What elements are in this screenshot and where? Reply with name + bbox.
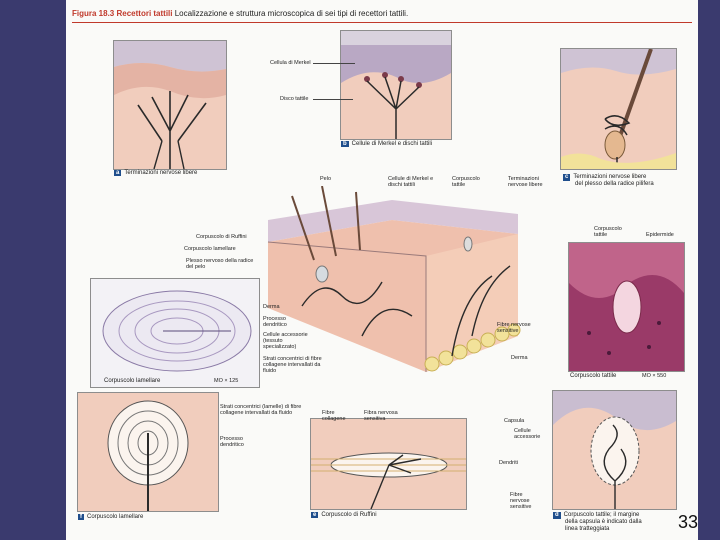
figure-description: Localizzazione e struttura microscopica … [174, 9, 409, 18]
panel-d-caption-line2: della capsula è indicato dalla [565, 519, 642, 525]
panel-e-caption-text: Corpuscolo di Ruffini [321, 512, 377, 518]
panel-b-label-tactile-disc: Disco tattile [280, 96, 309, 102]
skin-block-diagram [262, 185, 524, 376]
panel-f-lamellar [77, 392, 219, 512]
skin-block-illustration [267, 185, 521, 372]
slide-right-border [698, 0, 720, 540]
panel-f-label-dendrite: Processo dendritico [220, 436, 244, 448]
micrograph-lamellar-magnification: MO × 125 [214, 378, 239, 384]
micrograph-tactile-image [569, 243, 684, 371]
center-label-ruffini: Corpuscolo di Ruffini [196, 234, 247, 240]
panel-c-caption-line1: Terminazioni nervose libere [573, 174, 647, 180]
panel-f-illustration [78, 393, 218, 511]
center-label-dermis: Derma [511, 355, 528, 361]
panel-b-tag: b [341, 141, 349, 147]
micrograph-tactile-caption: Corpuscolo tattile [570, 373, 616, 379]
micro-left-label-dendrite: Processo dendritico [263, 316, 287, 328]
micrograph-tactile-magnification: MO × 550 [642, 373, 667, 379]
panel-d-illustration [553, 391, 676, 509]
micro-left-label-accessory: Cellule accessorie (tessuto specializzat… [263, 332, 308, 350]
center-label-merkel: Cellule di Merkel e dischi tattili [388, 176, 434, 188]
panel-e-tag: e [311, 512, 319, 518]
panel-e-label-sensory-fiber: Fibra nervosa sensitiva [364, 410, 398, 422]
panel-b-illustration [341, 31, 451, 139]
figure-name: Recettori tattili [116, 9, 173, 18]
center-label-hair-plexus: Plesso nervoso della radice del pelo [186, 258, 254, 270]
slide-left-border [0, 0, 66, 540]
panel-d-label-capsule: Capsula [504, 418, 525, 424]
panel-f-caption-text: Corpuscolo lamellare [87, 514, 144, 520]
panel-c-tag: c [563, 174, 571, 181]
micrograph-tactile [568, 242, 685, 372]
panel-d-label-accessory: Cellule accessorie [514, 428, 541, 440]
center-label-hair: Pelo [320, 176, 332, 182]
leader-line [313, 99, 353, 100]
panel-a-tag: a [114, 170, 122, 176]
panel-a-illustration [114, 41, 226, 169]
panel-f-label-strata: Strati concentrici (lamelle) di fibre co… [220, 404, 302, 416]
panel-b-merkel-cells [340, 30, 452, 140]
panel-d-caption-line3: linea tratteggiata [565, 526, 610, 532]
micro-right-label-corpuscle: Corpuscolo tattile [594, 226, 622, 238]
figure-label: Figura 18.3 [72, 9, 115, 18]
center-label-sensory-fibers: Fibre nervose sensitive [497, 322, 531, 334]
panel-f-tag: f [78, 514, 84, 520]
micrograph-lamellar-caption: Corpuscolo lamellare [104, 378, 160, 384]
panel-d-tactile-corpuscle [552, 390, 677, 510]
panel-b-caption-text: Cellule di Merkel e dischi tattili [351, 141, 433, 147]
micro-right-label-epidermis: Epidermide [646, 232, 674, 238]
panel-d-caption-line1: Corpuscolo tattile; il margine [563, 512, 640, 518]
panel-d-tag: d [553, 512, 561, 519]
panel-a-caption-text: Terminazioni nervose libere [124, 170, 198, 176]
panel-e-illustration [311, 419, 466, 509]
micro-left-label-dermis: Derma [263, 304, 280, 310]
figure-title: Figura 18.3 Recettori tattili Localizzaz… [72, 9, 408, 18]
panel-d-label-fibers: Fibre nervose sensitive [510, 492, 532, 510]
micrograph-lamellar-caption-text: Corpuscolo lamellare [104, 378, 161, 384]
panel-c-illustration [561, 49, 676, 169]
panel-e-ruffini [310, 418, 467, 510]
micrograph-tactile-caption-text: Corpuscolo tattile [570, 373, 617, 379]
slide-page-number: 33 [678, 512, 699, 532]
panel-e-label-collagen: Fibre collagene [322, 410, 346, 422]
title-rule [72, 22, 692, 23]
micro-left-label-strata: Strati concentrici di fibre collagene in… [263, 356, 322, 374]
panel-b-label-merkel-cell: Cellula di Merkel [270, 60, 311, 66]
micrograph-lamellar-image [102, 290, 252, 372]
micrograph-lamellar [90, 278, 260, 388]
panel-d-label-dendrites: Dendriti [499, 460, 518, 466]
leader-line [313, 63, 355, 64]
panel-c-root-hair-plexus [560, 48, 677, 170]
center-label-free-endings: Terminazioni nervose libere [508, 176, 543, 188]
center-label-tactile-corpuscle: Corpuscolo tattile [452, 176, 480, 188]
panel-a-free-nerve-endings [113, 40, 227, 170]
center-label-lamellar: Corpuscolo lamellare [184, 246, 236, 252]
panel-c-caption-line2: del plesso della radice pilifera [575, 181, 654, 187]
